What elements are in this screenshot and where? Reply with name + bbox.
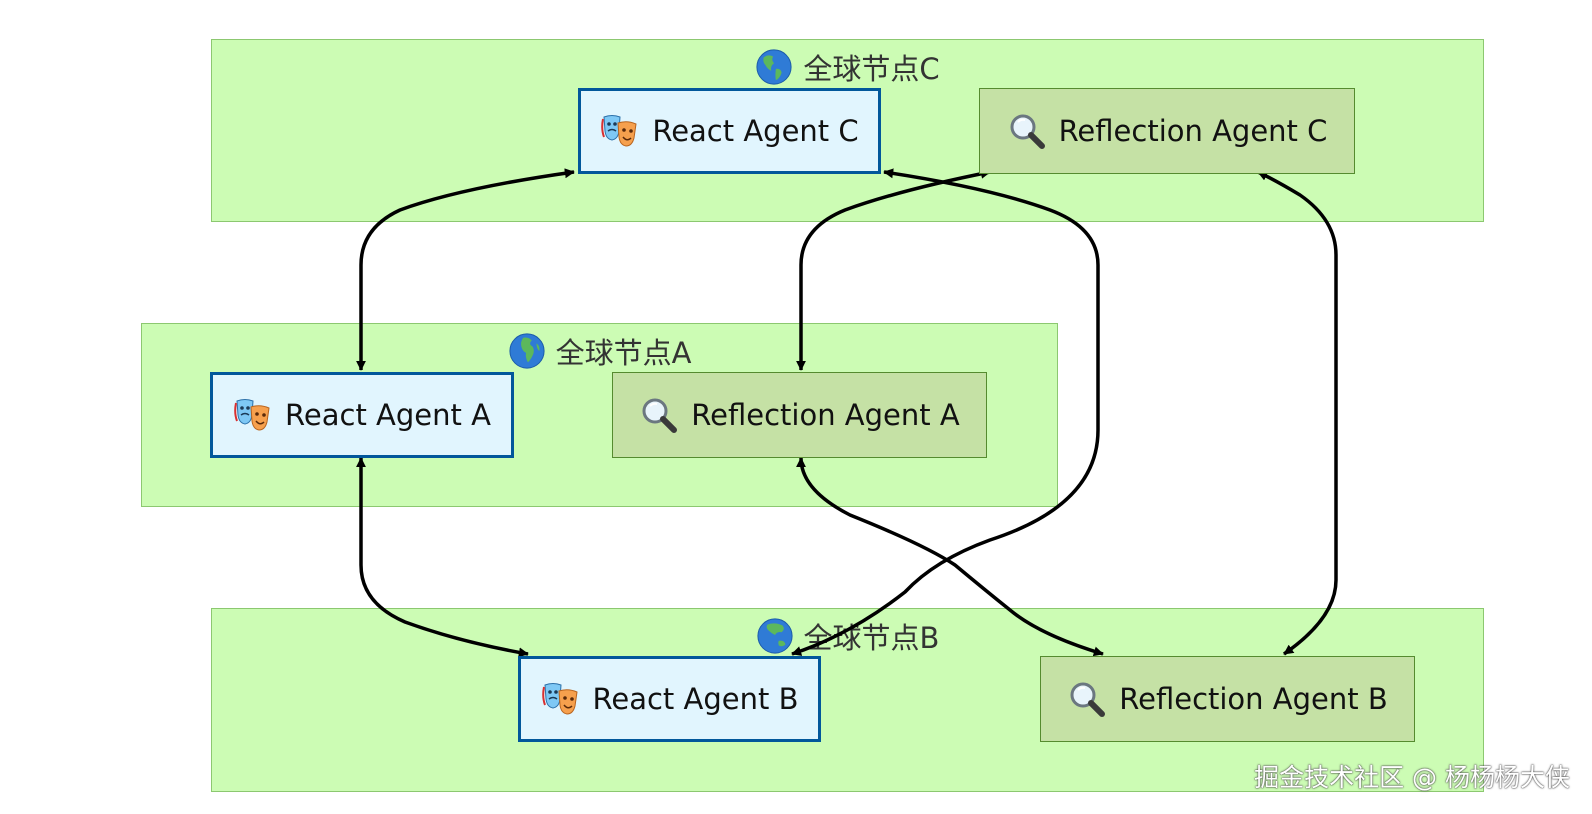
node-reflection-agent-b[interactable]: Reflection Agent B xyxy=(1040,656,1415,742)
globe-asia-australia-icon xyxy=(756,618,793,654)
node-reflection-agent-a[interactable]: Reflection Agent A xyxy=(612,372,987,458)
node-label: Reflection Agent A xyxy=(691,398,960,432)
globe-americas-icon xyxy=(756,49,792,85)
theater-masks-icon xyxy=(541,683,578,715)
node-label: React Agent B xyxy=(592,682,799,716)
node-label: React Agent A xyxy=(285,398,491,432)
cluster-title-b: 全球节点B xyxy=(212,615,1483,657)
node-label: Reflection Agent C xyxy=(1058,114,1328,148)
cluster-label-a: 全球节点A xyxy=(555,336,692,370)
cluster-label-b: 全球节点B xyxy=(803,621,940,655)
node-react-agent-b[interactable]: React Agent B xyxy=(518,656,821,742)
node-reflection-agent-c[interactable]: Reflection Agent C xyxy=(979,88,1355,174)
node-react-agent-c[interactable]: React Agent C xyxy=(578,88,881,174)
node-label: Reflection Agent B xyxy=(1119,682,1388,716)
cluster-label-c: 全球节点C xyxy=(803,52,940,86)
cluster-title-a: 全球节点A xyxy=(142,330,1057,372)
magnifying-glass-icon xyxy=(1010,114,1045,149)
node-label: React Agent C xyxy=(652,114,859,148)
globe-europe-africa-icon xyxy=(509,333,545,369)
magnifying-glass-icon xyxy=(642,398,678,433)
watermark: 掘金技术社区 @ 杨杨杨大侠 xyxy=(1254,763,1570,792)
theater-masks-icon xyxy=(601,115,637,147)
node-react-agent-a[interactable]: React Agent A xyxy=(210,372,514,458)
cluster-title-c: 全球节点C xyxy=(212,46,1483,88)
edge-reflection-b-reflection-c xyxy=(1257,170,1338,656)
theater-masks-icon xyxy=(234,399,270,431)
magnifying-glass-icon xyxy=(1070,682,1106,717)
